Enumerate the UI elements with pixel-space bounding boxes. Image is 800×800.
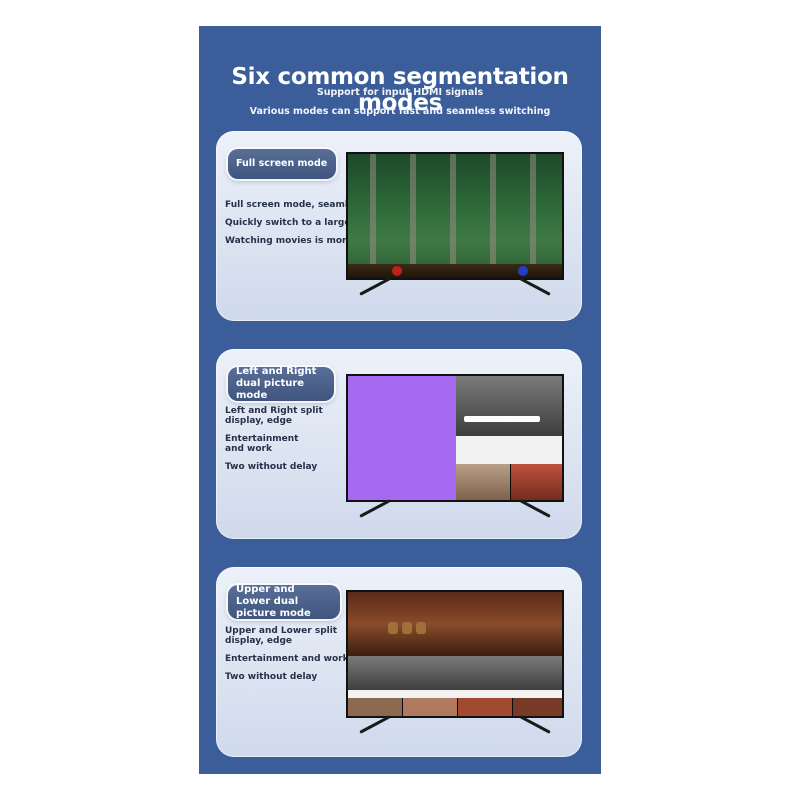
mode-label-pill: Upper and Lower dual picture mode — [228, 584, 340, 619]
game-forest-scene — [348, 154, 562, 278]
tv-monitor — [346, 152, 564, 302]
left-purple-panel — [348, 376, 456, 500]
bottom-webpage-banner — [348, 656, 562, 690]
top-game-scene — [348, 592, 562, 656]
mode-label-pill: Left and Right dual picture mode — [228, 366, 334, 401]
mode-description-line: Two without delay — [225, 462, 318, 472]
tv-screen-left-right-split — [346, 374, 564, 502]
mode-card-upper-lower: Upper and Lower dual picture mode Upper … — [216, 567, 582, 757]
mana-orb-icon — [518, 266, 528, 276]
mode-card-left-right: Left and Right dual picture mode Left an… — [216, 349, 582, 539]
webpage-photo — [348, 698, 402, 716]
mode-card-full-screen: Full screen mode Full screen mode, seaml… — [216, 131, 582, 321]
webpage-photo — [511, 464, 562, 500]
tv-monitor — [346, 590, 564, 740]
webpage-photo — [458, 698, 512, 716]
tv-screen-full-screen-game — [346, 152, 564, 280]
webpage-search-bar — [464, 416, 540, 422]
barrel-icon — [388, 622, 398, 634]
mode-description-line: Entertainment and work — [225, 434, 299, 454]
webpage-tab-strip — [348, 690, 562, 698]
mode-description-line: Entertainment and work — [225, 654, 349, 664]
right-webpage-banner — [456, 376, 562, 436]
webpage-photo — [456, 464, 510, 500]
poster-title: Six common segmentation modes — [231, 64, 569, 116]
barrel-icon — [402, 622, 412, 634]
product-poster: Six common segmentation modes Support fo… — [199, 26, 601, 774]
webpage-photo — [403, 698, 457, 716]
mode-label-pill: Full screen mode — [228, 149, 336, 179]
webpage-tab-strip — [456, 436, 562, 464]
mode-description-line: Full screen mode, seamless — [225, 200, 365, 210]
subtitle-line-1: Support for input HDMI signals — [316, 87, 484, 98]
subtitle-line-2: Various modes can support fast and seaml… — [249, 106, 551, 117]
barrel-icon — [416, 622, 426, 634]
health-orb-icon — [392, 266, 402, 276]
mode-description-line: Two without delay — [225, 672, 318, 682]
tv-monitor — [346, 374, 564, 524]
mode-description-line: Upper and Lower split display, edge — [225, 626, 338, 646]
mode-description-line: Left and Right split display, edge — [225, 406, 323, 426]
tv-screen-top-bottom-split — [346, 590, 564, 718]
webpage-photo — [513, 698, 562, 716]
game-hud-bar — [348, 264, 562, 278]
